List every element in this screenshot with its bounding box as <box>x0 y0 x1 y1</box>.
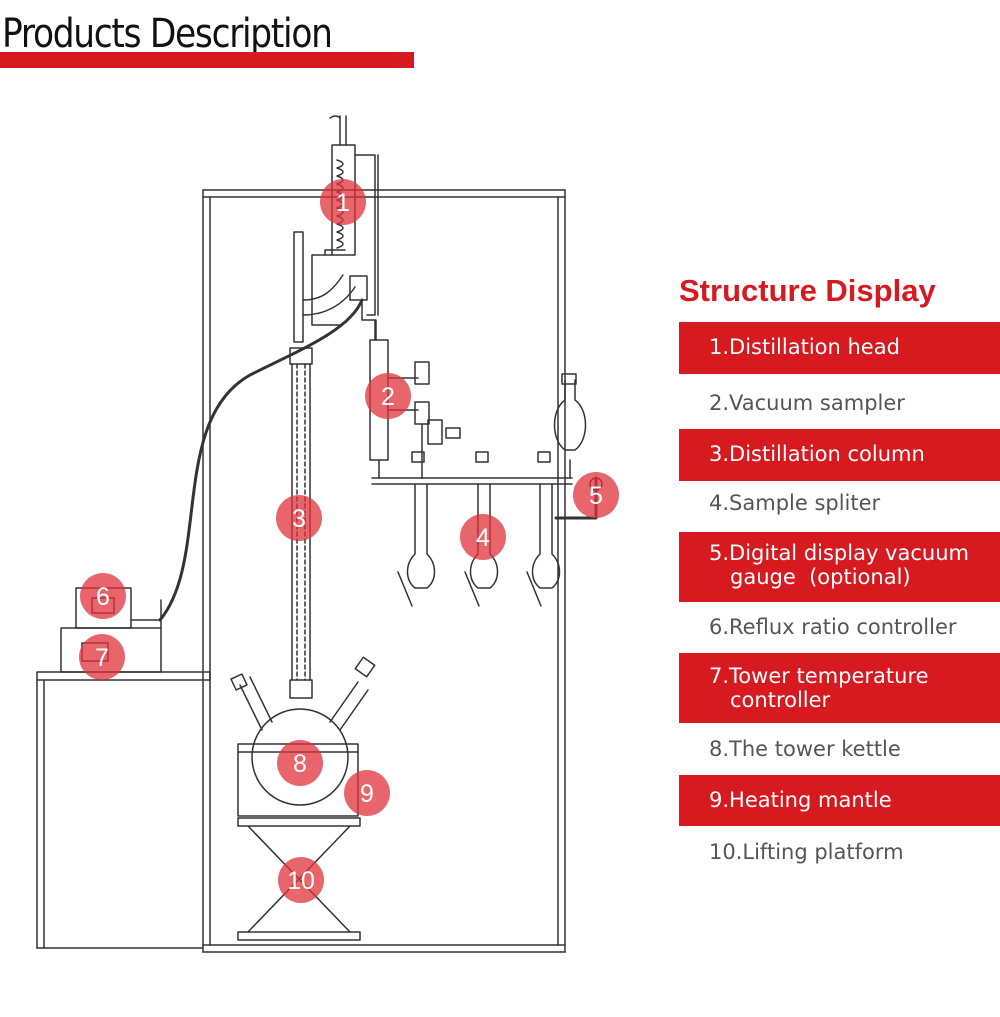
distillation-head <box>293 115 379 343</box>
tower-kettle <box>230 656 376 806</box>
marker-7 <box>79 634 125 680</box>
support-frame <box>202 189 566 953</box>
title-underline-bar <box>0 52 414 68</box>
structure-item-vacuum-gauge: 5.Digital display vacuum gauge (optional… <box>679 532 1000 602</box>
structure-item-distillation-column: 3.Distillation column <box>679 429 1000 481</box>
marker-2 <box>365 373 411 419</box>
marker-label-7: 7 <box>95 644 109 672</box>
marker-label-3: 3 <box>292 505 306 533</box>
marker-9 <box>344 770 390 816</box>
marker-label-10: 10 <box>287 867 315 895</box>
marker-label-8: 8 <box>293 750 307 778</box>
marker-1 <box>320 179 366 225</box>
structure-item-reflux-ratio-controller: 6.Reflux ratio controller <box>709 615 957 639</box>
marker-6 <box>80 573 126 619</box>
callout-markers <box>79 179 619 903</box>
marker-label-6: 6 <box>96 583 110 611</box>
marker-10 <box>278 857 324 903</box>
marker-5 <box>573 472 619 518</box>
marker-label-5: 5 <box>589 482 603 510</box>
marker-8 <box>277 740 323 786</box>
structure-item-distillation-head: 1.Distillation head <box>679 322 1000 374</box>
side-table <box>36 671 211 949</box>
marker-label-1: 1 <box>336 189 350 217</box>
marker-4 <box>460 514 506 560</box>
callout-numbers: 1 2 3 4 5 6 7 8 9 10 <box>95 189 603 895</box>
structure-item-heating-mantle: 9.Heating mantle <box>679 775 1000 826</box>
structure-item-sample-spliter: 4.Sample spliter <box>709 491 881 515</box>
controller-cable <box>158 298 364 622</box>
structure-item-lifting-platform: 10.Lifting platform <box>709 840 904 864</box>
sample-receivers <box>397 451 561 607</box>
structure-item-tower-kettle: 8.The tower kettle <box>709 737 901 761</box>
page-title: Products Description <box>2 11 333 57</box>
structure-item-vacuum-sampler: 2.Vacuum sampler <box>709 391 905 415</box>
structure-display-title: Structure Display <box>679 273 936 308</box>
marker-label-2: 2 <box>381 383 395 411</box>
marker-3 <box>276 495 322 541</box>
marker-label-4: 4 <box>476 524 490 552</box>
marker-label-9: 9 <box>360 780 374 808</box>
structure-item-tower-temperature-controller: 7.Tower temperature controller <box>679 653 1000 723</box>
